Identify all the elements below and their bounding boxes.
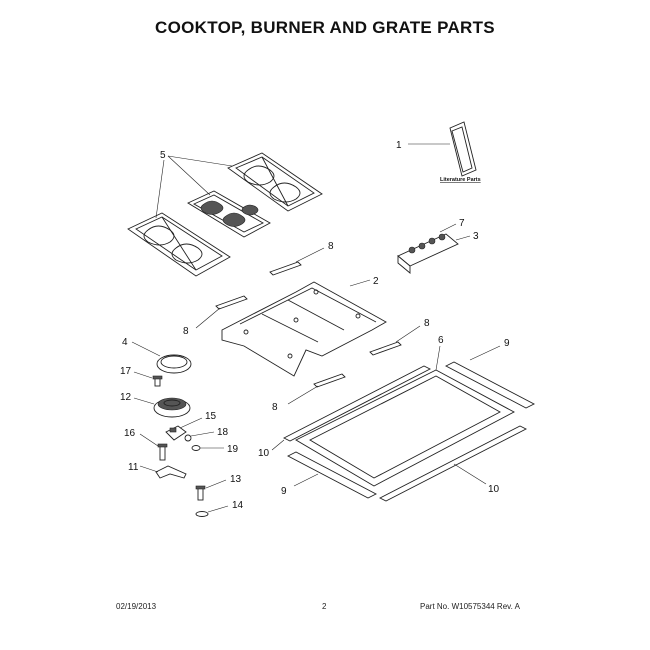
callout-9a: 9 — [504, 338, 510, 349]
strip-top: 8 — [269, 241, 334, 276]
callout-8c: 8 — [424, 318, 430, 329]
grate-left — [127, 212, 231, 277]
callout-4: 4 — [122, 337, 128, 348]
callout-12: 12 — [120, 392, 132, 403]
callout-10a: 10 — [258, 448, 270, 459]
callout-1: 1 — [396, 140, 402, 151]
screw-17: 17 — [120, 366, 163, 387]
burner-box: 2 — [221, 276, 387, 377]
footer-page-number: 2 — [322, 602, 327, 611]
callout-16: 16 — [124, 428, 136, 439]
callout-11: 11 — [128, 462, 139, 473]
callout-15: 15 — [205, 411, 217, 422]
callout-8b: 8 — [183, 326, 189, 337]
seal-14: 14 — [195, 500, 244, 517]
callout-2: 2 — [373, 276, 379, 287]
callout-7: 7 — [459, 218, 465, 229]
page-title: COOKTOP, BURNER AND GRATE PARTS — [155, 18, 495, 37]
callout-18: 18 — [217, 427, 229, 438]
grate-right — [227, 152, 323, 212]
footer-date: 02/19/2013 — [116, 602, 157, 611]
callout-17: 17 — [120, 366, 132, 377]
callout-8a: 8 — [328, 241, 334, 252]
callout-13: 13 — [230, 474, 242, 485]
callout-3: 3 — [473, 231, 479, 242]
literature-label: Literature Parts — [440, 177, 481, 183]
callout-5: 5 — [160, 150, 166, 161]
bracket-11: 11 — [128, 462, 187, 479]
strip-bottom: 8 — [272, 373, 346, 413]
orifice-16: 16 — [124, 428, 168, 461]
cooktop-frame: 6 — [295, 335, 515, 487]
burner-cap: 4 — [122, 337, 192, 374]
burner-base: 12 — [120, 392, 191, 418]
grate-center — [187, 190, 271, 238]
strip-left: 8 — [183, 295, 248, 337]
strip-right: 8 — [369, 318, 430, 356]
callout-6: 6 — [438, 335, 444, 346]
trim-strip-10-left: 10 — [258, 365, 431, 459]
callout-19: 19 — [227, 444, 239, 455]
literature-booklet: Literature Parts 1 — [396, 121, 481, 183]
screw-13: 13 — [195, 474, 242, 501]
callout-9b: 9 — [281, 486, 287, 497]
igniter-assembly: 15 18 19 — [165, 411, 239, 455]
callout-14: 14 — [232, 500, 244, 511]
trim-strip-9-bottom: 9 — [281, 451, 377, 499]
trim-strip-10-right: 10 — [379, 425, 527, 502]
control-switch: 7 3 — [397, 218, 479, 274]
callout-10b: 10 — [488, 484, 500, 495]
grate-callout: 5 — [155, 150, 233, 219]
footer-part-number: Part No. W10575344 Rev. A — [420, 602, 520, 611]
trim-strip-9-top: 9 — [445, 338, 535, 409]
callout-8d: 8 — [272, 402, 278, 413]
